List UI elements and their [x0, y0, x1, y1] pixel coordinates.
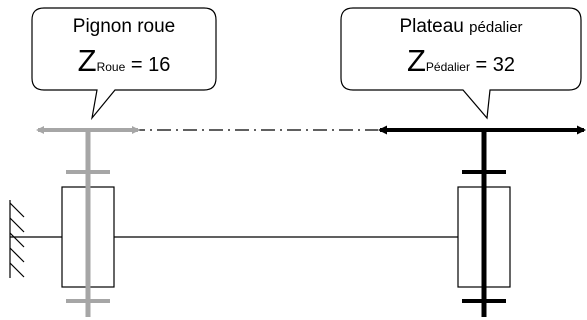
right-callout-title-main: Plateau: [399, 16, 464, 37]
right-callout-title-small: pédalier: [469, 19, 523, 36]
left-subscript: Roue: [96, 60, 126, 74]
right-callout-title: Plateau pédalier: [341, 16, 581, 39]
right-symbol: Z: [406, 43, 426, 78]
ground-support: [9, 200, 62, 278]
right-equation: = 32: [475, 54, 515, 76]
left-equation: = 16: [130, 54, 171, 76]
right-callout-formula: ZPédalier = 32: [341, 43, 581, 82]
left-callout-title: Pignon roue: [32, 16, 216, 38]
callout-bubble-right: [340, 7, 582, 120]
left-symbol: Z: [77, 43, 97, 78]
wheel-sprocket: [36, 126, 140, 317]
left-callout-formula: ZRoue = 16: [32, 43, 216, 82]
right-subscript: Pédalier: [425, 60, 470, 74]
left-callout-title-text: Pignon roue: [72, 16, 176, 37]
pedal-chainring: [378, 125, 586, 317]
callout-bubble-left: [31, 7, 217, 121]
